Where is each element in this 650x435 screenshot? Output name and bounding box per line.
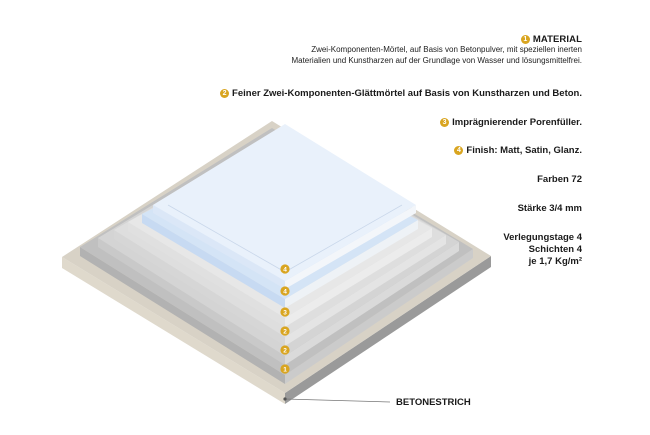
top-surface	[153, 124, 416, 289]
install-days: Verlegungstage 4	[503, 232, 582, 243]
number-badge-1: 1	[520, 35, 530, 44]
item-2-text: Feiner Zwei-Komponenten-Glättmörtel auf …	[232, 88, 582, 99]
colors-spec: Farben 72	[537, 174, 582, 185]
material-line-2: Materialien und Kunstharzen auf der Grun…	[291, 56, 582, 65]
base-leader-line	[284, 398, 391, 403]
layer-badge: 4	[280, 264, 290, 274]
item-3-text: Imprägnierender Porenfüller.	[452, 117, 582, 128]
thickness-spec: Stärke 3/4 mm	[517, 203, 582, 214]
layer-badge: 2	[280, 326, 290, 336]
layer-badge: 3	[280, 307, 290, 317]
material-title: MATERIAL	[532, 34, 582, 45]
layers-count: Schichten 4	[528, 244, 582, 255]
item-4-text: Finish: Matt, Satin, Glanz.	[466, 145, 582, 156]
svg-text:3: 3	[283, 310, 287, 317]
svg-text:2: 2	[283, 348, 287, 355]
base-leader-dot	[283, 397, 287, 401]
svg-text:2: 2	[283, 329, 287, 336]
base-label: BETONESTRICH	[396, 397, 471, 408]
material-description: Zwei-Komponenten-Mörtel, auf Basis von B…	[291, 44, 582, 66]
application-spec: Verlegungstage 4 Schichten 4 je 1,7 Kg/m…	[503, 232, 582, 268]
layer-badge: 2	[280, 345, 290, 355]
number-badge-4: 4	[454, 146, 464, 155]
number-badge-3: 3	[440, 118, 450, 127]
number-badge-2: 2	[220, 89, 230, 98]
svg-text:4: 4	[283, 289, 287, 296]
layer-badge: 1	[280, 364, 290, 374]
svg-text:4: 4	[283, 267, 287, 274]
material-line-1: Zwei-Komponenten-Mörtel, auf Basis von B…	[311, 45, 582, 54]
consumption: je 1,7 Kg/m²	[528, 256, 582, 267]
svg-text:1: 1	[283, 367, 287, 374]
layer-badge: 4	[280, 286, 290, 296]
layer-badges: 4 4 3 2 2 1	[280, 264, 290, 374]
